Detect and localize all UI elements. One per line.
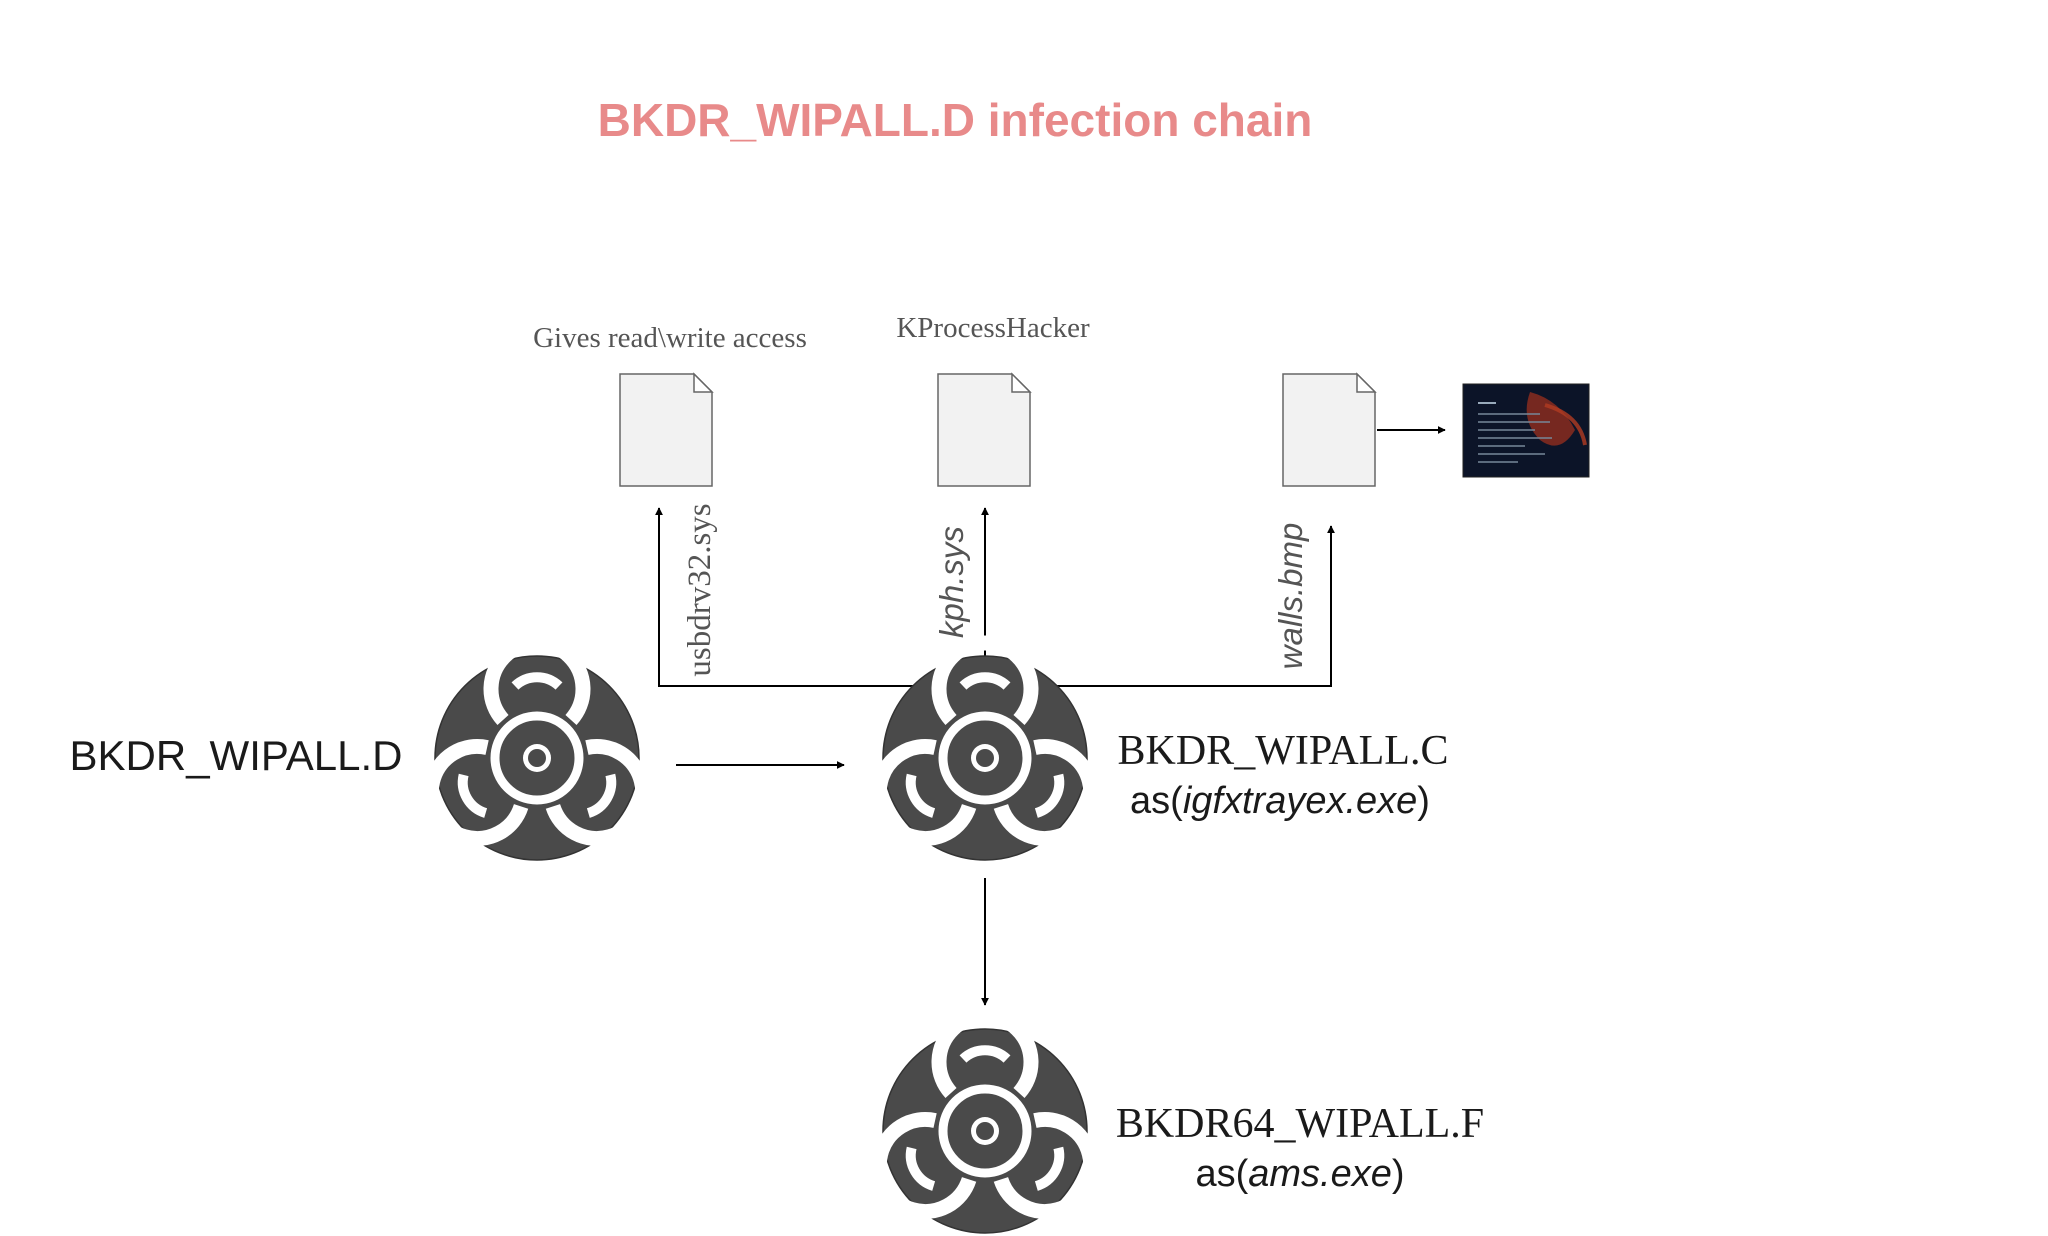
connector-to-usbdrv: [655, 507, 985, 687]
walls-edge-label: walls.bmp: [1272, 523, 1309, 670]
node-f-biohazard-icon: [862, 1016, 1107, 1233]
node-c-alias: as(igfxtrayex.exe): [1130, 780, 1430, 822]
node-f-alias: as(ams.exe): [1195, 1153, 1404, 1195]
walls-file-document-icon: [1282, 373, 1376, 487]
usbdrv-description-label: Gives read\write access: [533, 322, 807, 354]
node-c-label: BKDR_WIPALL.C: [1118, 728, 1449, 774]
usbdrv-edge-label: usbdrv32.sys: [682, 503, 718, 676]
kph-edge-label: kph.sys: [933, 526, 970, 638]
node-c-biohazard-icon: [862, 643, 1107, 860]
kph-file-document-icon: [937, 373, 1031, 487]
node-f-label: BKDR64_WIPALL.F: [1116, 1101, 1484, 1147]
usbdrv-file-document-icon: [619, 373, 713, 487]
connector-to-walls: [985, 525, 1335, 687]
wallpaper-screenshot-icon: [1462, 383, 1590, 478]
diagram-title: BKDR_WIPALL.D infection chain: [598, 94, 1313, 146]
node-d-biohazard-icon: [414, 643, 659, 860]
node-d-label: BKDR_WIPALL.D: [70, 732, 403, 779]
kph-description-label: KProcessHacker: [896, 312, 1090, 344]
